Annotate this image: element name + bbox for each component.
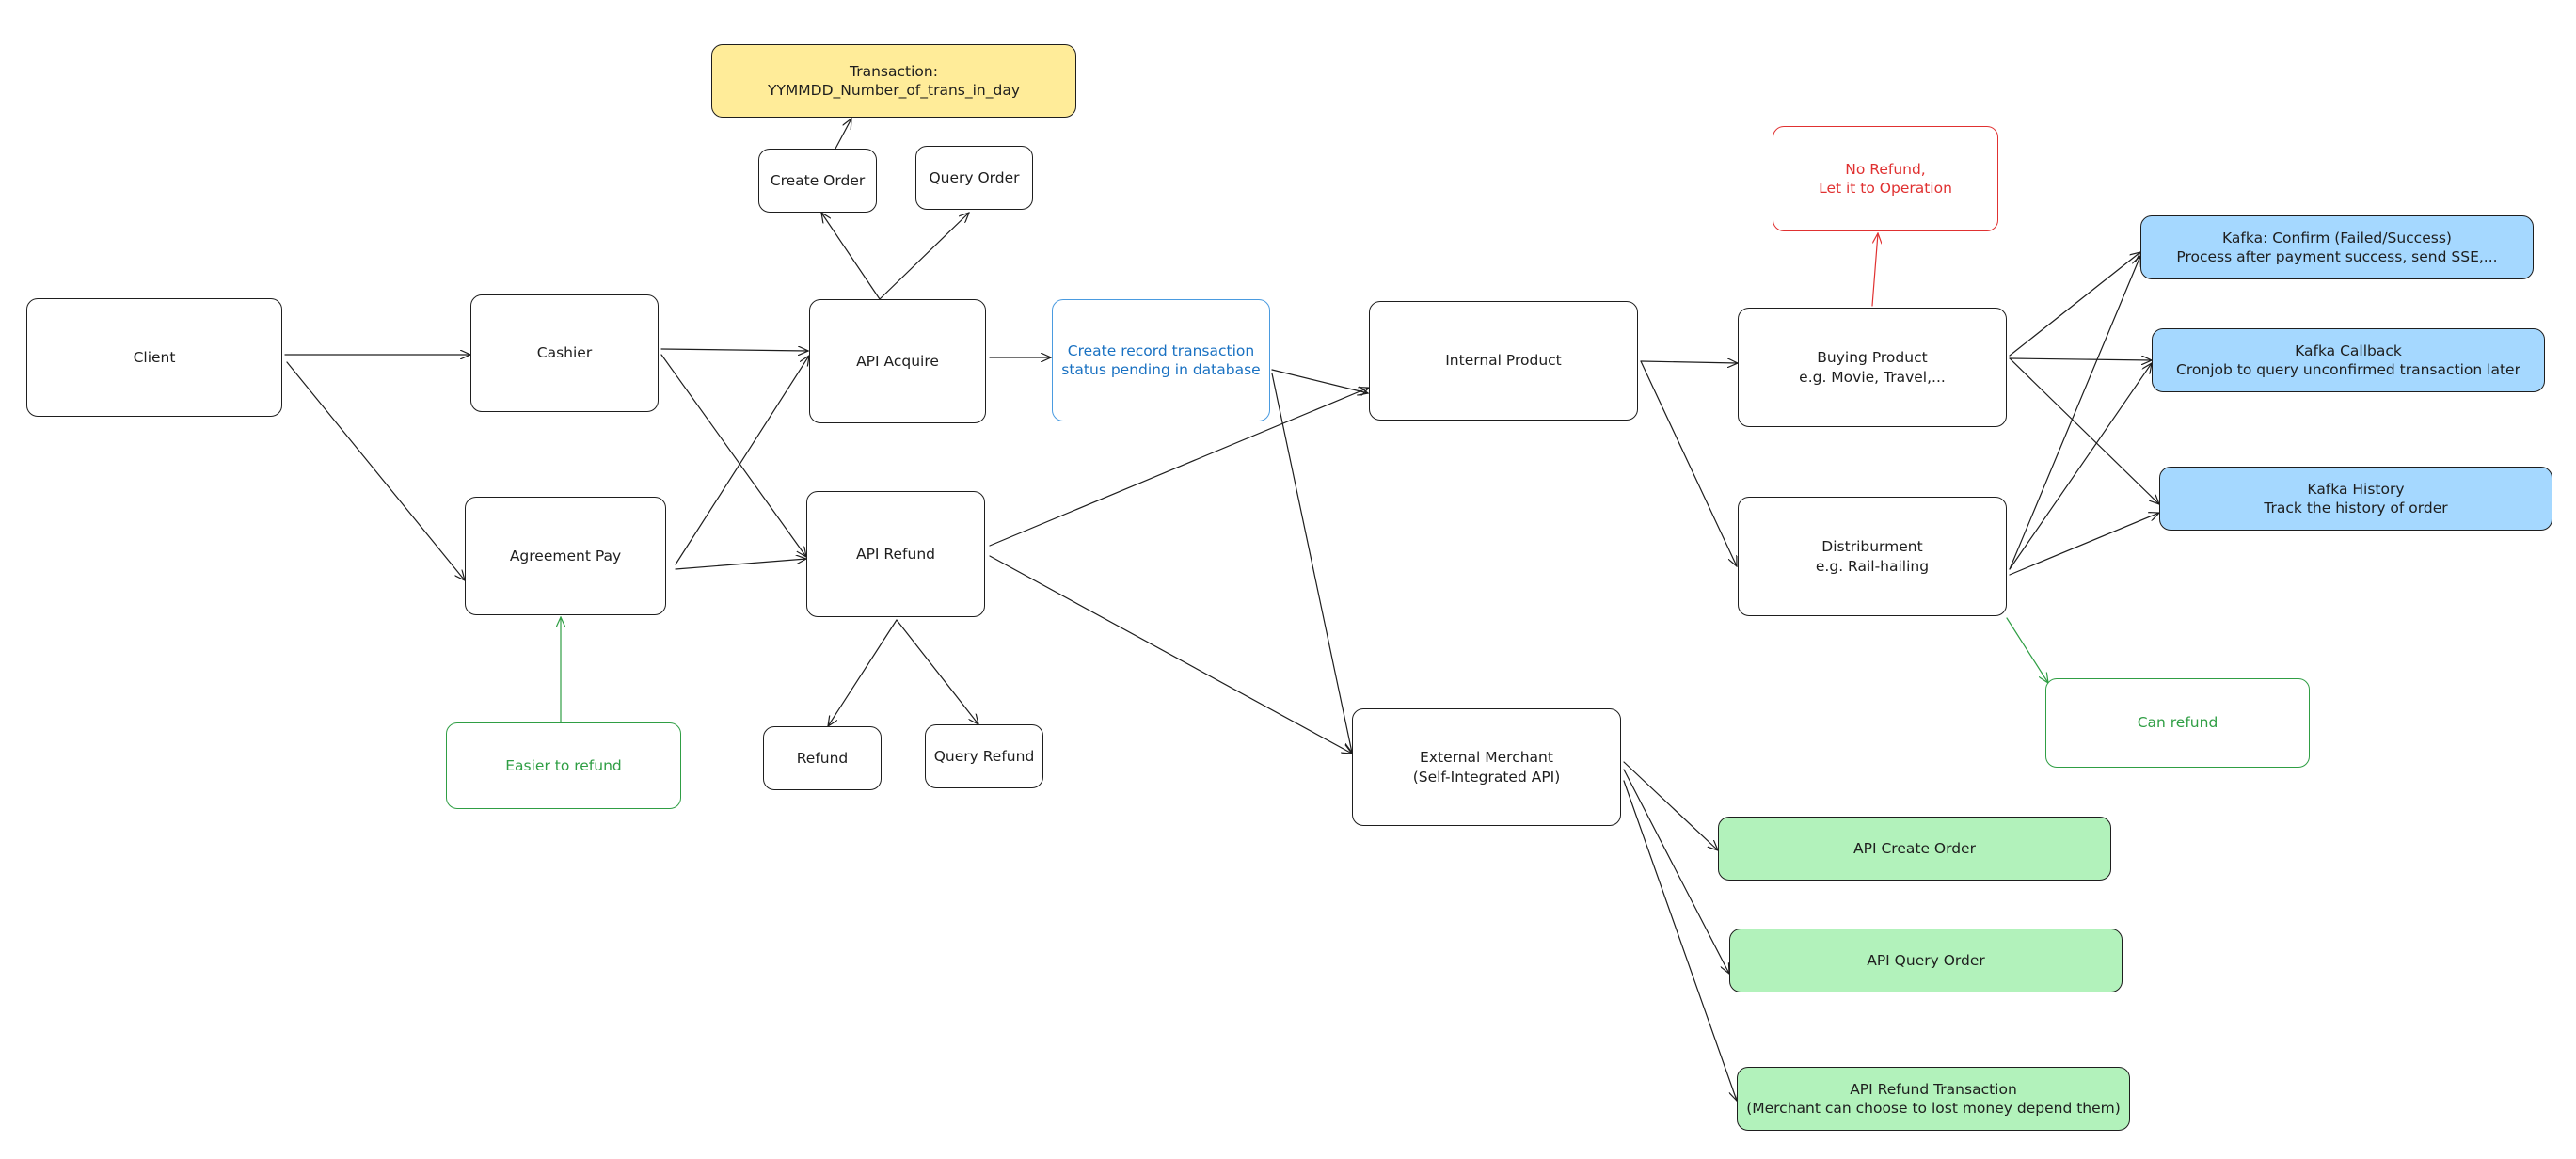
no-refund-label: No Refund, Let it to Operation [1819, 160, 1952, 197]
arrow-agreement-pay-to-api-acquire [675, 356, 809, 565]
arrow-create-order-to-transaction-id [835, 119, 851, 150]
kafka-callback-node[interactable]: Kafka Callback Cronjob to query unconfir… [2152, 328, 2545, 392]
transaction-id-label: Transaction: YYMMDD_Number_of_trans_in_d… [768, 62, 1020, 99]
arrow-internal-product-to-buying-product [1640, 361, 1738, 363]
refund-node[interactable]: Refund [763, 726, 882, 790]
arrow-external-merchant-to-api-create-order [1623, 761, 1718, 850]
arrow-create-record-to-internal-product [1271, 369, 1368, 393]
arrow-create-record-to-external-merchant [1271, 373, 1352, 753]
cashier-node[interactable]: Cashier [470, 294, 659, 412]
external-merchant-label: External Merchant (Self-Integrated API) [1412, 749, 1561, 786]
can-refund-label: Can refund [2137, 714, 2218, 732]
query-order-label: Query Order [929, 168, 1020, 186]
agreement-pay-node[interactable]: Agreement Pay [465, 497, 666, 615]
api-acquire-node[interactable]: API Acquire [809, 299, 986, 423]
arrow-buying-product-to-kafka-confirm [2009, 252, 2140, 357]
can-refund-note[interactable]: Can refund [2045, 678, 2310, 768]
arrow-internal-product-to-distriburment [1640, 360, 1737, 566]
kafka-history-node[interactable]: Kafka History Track the history of order [2159, 467, 2552, 531]
api-refund-transaction-node[interactable]: API Refund Transaction (Merchant can cho… [1737, 1067, 2130, 1131]
api-query-order-node[interactable]: API Query Order [1729, 929, 2123, 992]
easier-to-refund-note[interactable]: Easier to refund [446, 722, 681, 809]
distriburment-label: Distriburment e.g. Rail-hailing [1815, 538, 1930, 575]
kafka-confirm-node[interactable]: Kafka: Confirm (Failed/Success) Process … [2140, 215, 2534, 279]
internal-product-node[interactable]: Internal Product [1369, 301, 1638, 421]
api-acquire-label: API Acquire [856, 352, 939, 370]
kafka-history-label: Kafka History Track the history of order [2264, 480, 2448, 516]
no-refund-note[interactable]: No Refund, Let it to Operation [1773, 126, 1998, 231]
arrow-buying-product-to-kafka-history [2009, 357, 2159, 504]
arrow-agreement-pay-to-api-refund [675, 559, 806, 570]
external-merchant-node[interactable]: External Merchant (Self-Integrated API) [1352, 708, 1621, 826]
client-label: Client [133, 348, 176, 366]
create-order-node[interactable]: Create Order [758, 149, 877, 213]
arrow-buying-product-to-no-refund [1871, 233, 1878, 307]
api-refund-label: API Refund [855, 545, 935, 563]
api-create-order-node[interactable]: API Create Order [1718, 817, 2111, 881]
api-create-order-label: API Create Order [1853, 839, 1976, 857]
arrow-api-refund-to-external-merchant [989, 555, 1352, 754]
create-order-label: Create Order [770, 171, 866, 189]
arrow-distriburment-to-can-refund [2006, 617, 2048, 683]
create-record-label: Create record transaction status pending… [1061, 341, 1261, 378]
arrow-cashier-to-api-refund [660, 354, 806, 557]
buying-product-node[interactable]: Buying Product e.g. Movie, Travel,... [1738, 308, 2007, 427]
arrow-cashier-to-api-acquire [660, 349, 808, 351]
query-order-node[interactable]: Query Order [915, 146, 1033, 210]
arrow-api-acquire-to-create-order [821, 213, 881, 300]
api-refund-node[interactable]: API Refund [806, 491, 985, 617]
arrow-distriburment-to-kafka-confirm [2009, 256, 2140, 570]
arrow-buying-product-to-kafka-callback [2009, 358, 2152, 360]
arrow-distriburment-to-kafka-callback [2009, 363, 2152, 570]
arrow-external-merchant-to-api-query-order [1623, 769, 1729, 974]
query-refund-node[interactable]: Query Refund [925, 724, 1043, 788]
kafka-confirm-label: Kafka: Confirm (Failed/Success) Process … [2176, 229, 2498, 265]
cashier-label: Cashier [536, 344, 593, 362]
api-refund-transaction-label: API Refund Transaction (Merchant can cho… [1746, 1080, 2121, 1117]
easier-to-refund-label: Easier to refund [505, 756, 622, 774]
query-refund-label: Query Refund [933, 747, 1035, 765]
arrow-client-to-agreement-pay [286, 361, 465, 580]
kafka-callback-label: Kafka Callback Cronjob to query unconfir… [2176, 341, 2520, 378]
arrow-api-acquire-to-query-order [879, 213, 969, 300]
client-node[interactable]: Client [26, 298, 282, 417]
transaction-id-node[interactable]: Transaction: YYMMDD_Number_of_trans_in_d… [711, 44, 1076, 118]
internal-product-label: Internal Product [1445, 352, 1562, 370]
refund-label: Refund [796, 749, 849, 767]
buying-product-label: Buying Product e.g. Movie, Travel,... [1799, 349, 1946, 386]
arrow-distriburment-to-kafka-history [2009, 513, 2159, 576]
arrow-api-refund-to-query-refund [896, 619, 978, 724]
create-record-note[interactable]: Create record transaction status pending… [1052, 299, 1270, 421]
distriburment-node[interactable]: Distriburment e.g. Rail-hailing [1738, 497, 2007, 616]
agreement-pay-label: Agreement Pay [509, 547, 622, 564]
api-query-order-label: API Query Order [1867, 951, 1985, 969]
arrow-api-refund-to-refund [828, 619, 898, 726]
